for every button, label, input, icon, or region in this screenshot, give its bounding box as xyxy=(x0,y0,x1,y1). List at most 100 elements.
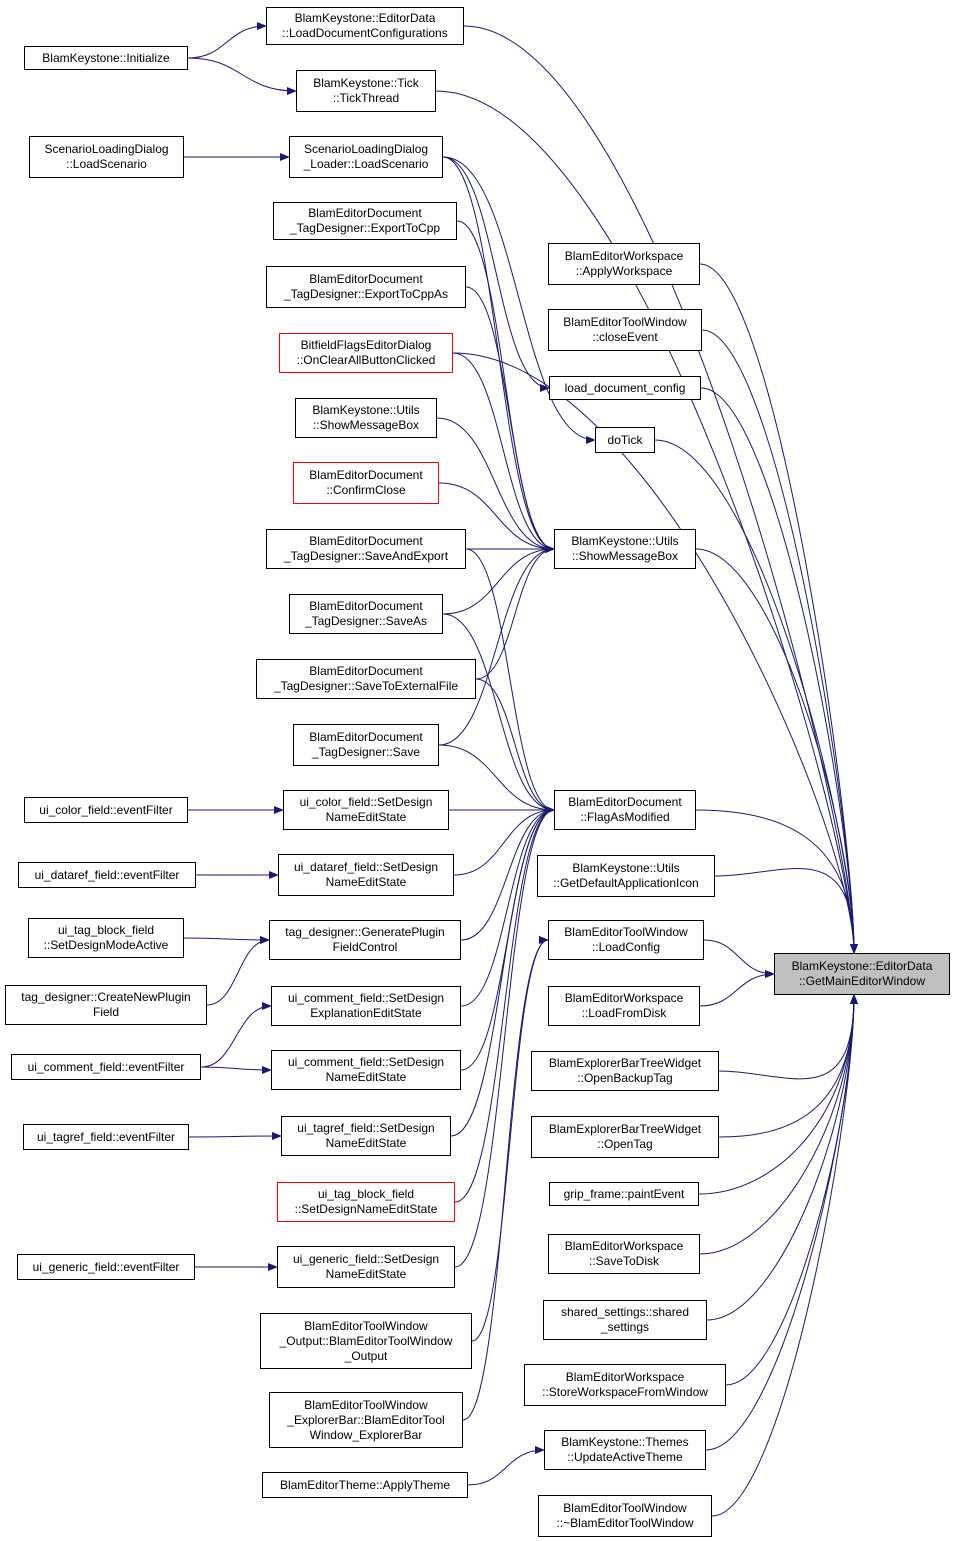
call-edge xyxy=(700,387,858,954)
graph-node[interactable]: BlamEditorDocument_TagDesigner::Save xyxy=(293,724,439,766)
call-edge xyxy=(706,994,858,1321)
call-edge xyxy=(699,970,775,1007)
node-label: BlamKeystone::Utils xyxy=(572,861,680,875)
node-label: BlamExplorerBarTreeWidget xyxy=(548,1056,702,1070)
node-label: ::LoadFromDisk xyxy=(581,1006,667,1020)
node-label: BlamEditorWorkspace xyxy=(564,1239,684,1253)
node-label: ::ShowMessageBox xyxy=(312,418,420,432)
node-label: _TagDesigner::SaveAs xyxy=(304,614,428,628)
graph-node[interactable]: BlamEditorDocument_TagDesigner::SaveAndE… xyxy=(266,529,466,569)
graph-node[interactable]: BlamEditorDocument_TagDesigner::SaveAs xyxy=(289,594,443,634)
node-label: _TagDesigner::Save xyxy=(311,745,421,759)
graph-node[interactable]: BlamEditorDocument_TagDesigner::ExportTo… xyxy=(266,266,466,308)
graph-node[interactable]: ScenarioLoadingDialog_Loader::LoadScenar… xyxy=(289,136,443,178)
graph-node[interactable]: BlamKeystone::Themes::UpdateActiveTheme xyxy=(544,1430,706,1470)
call-edge xyxy=(435,90,858,954)
node-label: ::ApplyWorkspace xyxy=(575,264,673,278)
graph-node[interactable]: BlamKeystone::Utils::GetDefaultApplicati… xyxy=(537,855,715,897)
graph-node[interactable]: BlamEditorTheme::ApplyTheme xyxy=(262,1472,468,1498)
call-edge xyxy=(454,806,555,1203)
graph-node[interactable]: BlamEditorToolWindow::closeEvent xyxy=(548,309,702,351)
graph-node[interactable]: BlamKeystone::Tick::TickThread xyxy=(296,70,436,112)
graph-node[interactable]: BlamEditorToolWindow::~BlamEditorToolWin… xyxy=(538,1495,712,1537)
node-label: _TagDesigner::ExportToCpp xyxy=(289,221,441,235)
call-edge xyxy=(703,939,775,978)
node-label: BlamKeystone::EditorData xyxy=(294,11,436,25)
call-edge xyxy=(714,868,858,954)
graph-node[interactable]: BlamEditorDocument::ConfirmClose xyxy=(293,462,439,504)
node-label: ::LoadDocumentConfigurations xyxy=(282,26,448,40)
graph-node[interactable]: BlamExplorerBarTreeWidget::OpenTag xyxy=(531,1116,719,1158)
graph-node[interactable]: BlamKeystone::Utils::ShowMessageBox xyxy=(554,529,696,569)
graph-node[interactable]: BlamEditorToolWindow_ExplorerBar::BlamEd… xyxy=(269,1392,463,1448)
graph-node[interactable]: BlamEditorDocument_TagDesigner::SaveToEx… xyxy=(256,659,476,699)
node-label: ScenarioLoadingDialog xyxy=(44,142,169,156)
call-edge xyxy=(460,806,555,941)
graph-node[interactable]: load_document_config xyxy=(549,376,701,400)
graph-node[interactable]: ScenarioLoadingDialog::LoadScenario xyxy=(29,136,184,178)
node-label: NameEditState xyxy=(325,875,407,889)
call-edge xyxy=(438,744,555,814)
node-label: ui_tagref_field::SetDesign xyxy=(297,1121,435,1135)
graph-node[interactable]: BlamEditorWorkspace::SaveToDisk xyxy=(548,1234,700,1274)
graph-node[interactable]: BlamEditorWorkspace::ApplyWorkspace xyxy=(548,243,700,285)
graph-node[interactable]: ui_tagref_field::eventFilter xyxy=(23,1124,189,1150)
graph-node[interactable]: BlamEditorWorkspace::LoadFromDisk xyxy=(548,986,700,1026)
node-label: ui_dataref_field::eventFilter xyxy=(34,867,180,882)
node-label: _TagDesigner::SaveAndExport xyxy=(283,549,449,563)
call-edge xyxy=(187,57,297,95)
node-label: tag_designer::CreateNewPlugin xyxy=(21,990,191,1004)
graph-node[interactable]: BitfieldFlagsEditorDialog::OnClearAllBut… xyxy=(279,333,453,373)
node-label: BlamEditorToolWindow xyxy=(563,1501,687,1515)
node-label: ::OnClearAllButtonClicked xyxy=(296,353,436,367)
node-label: BlamEditorToolWindow xyxy=(563,315,687,329)
graph-node[interactable]: doTick xyxy=(595,427,655,453)
node-label: NameEditState xyxy=(325,1070,407,1084)
call-edge xyxy=(442,613,555,814)
call-edge xyxy=(718,994,858,1080)
node-label: ::SetDesignModeActive xyxy=(43,938,169,952)
node-label: ui_tag_block_field xyxy=(57,923,155,937)
graph-node[interactable]: ui_tag_block_field::SetDesignNameEditSta… xyxy=(277,1182,455,1222)
node-label: ::~BlamEditorToolWindow xyxy=(556,1516,694,1530)
graph-node[interactable]: shared_settings::shared_settings xyxy=(543,1300,707,1340)
graph-node[interactable]: ui_dataref_field::eventFilter xyxy=(18,862,196,888)
graph-node[interactable]: BlamEditorDocument_TagDesigner::ExportTo… xyxy=(273,202,457,240)
node-label: BlamKeystone::Utils xyxy=(571,534,679,548)
graph-node[interactable]: BlamEditorDocument::FlagAsModified xyxy=(554,790,696,830)
call-edge xyxy=(454,806,555,1268)
call-edge xyxy=(695,809,858,954)
graph-node[interactable]: grip_frame::paintEvent xyxy=(549,1182,699,1206)
node-label: BlamKeystone::Utils xyxy=(312,403,420,417)
graph-node[interactable]: BlamKeystone::EditorData::LoadDocumentCo… xyxy=(266,7,464,45)
node-label: BlamEditorDocument xyxy=(309,534,423,548)
call-edge xyxy=(462,936,549,1421)
node-label: ui_tagref_field::eventFilter xyxy=(36,1129,176,1144)
node-label: ui_generic_field::SetDesign xyxy=(292,1252,440,1266)
node-label: ui_dataref_field::SetDesign xyxy=(293,860,439,874)
graph-node[interactable]: BlamEditorToolWindow::LoadConfig xyxy=(548,920,704,960)
graph-node[interactable]: BlamEditorToolWindow_Output::BlamEditorT… xyxy=(260,1313,472,1369)
graph-node[interactable]: BlamKeystone::Utils::ShowMessageBox xyxy=(295,398,437,438)
graph-node[interactable]: ui_tag_block_field::SetDesignModeActive xyxy=(28,918,184,958)
graph-node[interactable]: ui_color_field::eventFilter xyxy=(24,797,188,823)
node-label: ::LoadScenario xyxy=(66,157,147,171)
call-edge xyxy=(465,286,555,553)
graph-node[interactable]: ui_comment_field::eventFilter xyxy=(11,1054,201,1080)
target-node: BlamKeystone::EditorData::GetMainEditorW… xyxy=(774,953,950,995)
graph-node[interactable]: BlamKeystone::Initialize xyxy=(24,46,188,70)
graph-node[interactable]: BlamEditorWorkspace::StoreWorkspaceFromW… xyxy=(524,1364,726,1406)
graph-node[interactable]: ui_generic_field::eventFilter xyxy=(17,1254,195,1280)
call-edge xyxy=(442,156,550,392)
graph-node[interactable]: BlamExplorerBarTreeWidget::OpenBackupTag xyxy=(531,1051,719,1091)
call-edge xyxy=(725,994,858,1386)
node-label: Window_ExplorerBar xyxy=(309,1427,423,1442)
